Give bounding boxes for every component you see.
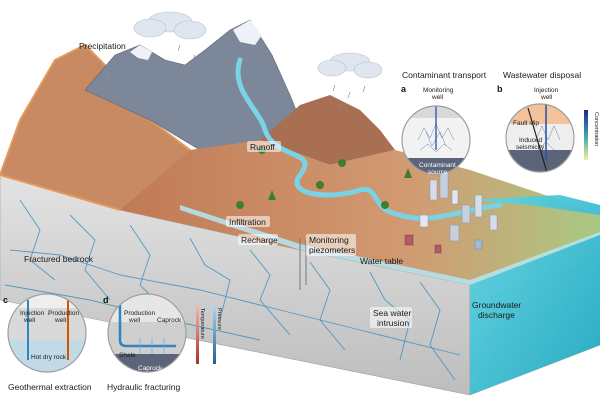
panel-a-source-line1: Contaminant: [419, 162, 456, 169]
panel-b: Wastewater disposal b Injection well Fau…: [497, 70, 599, 173]
panel-b-seismicity-line2: seismicity: [516, 144, 545, 151]
panel-b-title: Wastewater disposal: [503, 70, 581, 80]
panel-b-well-line1: Injection: [534, 87, 559, 94]
snow-cap-right: [233, 20, 262, 45]
panel-a-letter: a: [401, 84, 407, 94]
label-infiltration: Infiltration: [229, 217, 266, 227]
label-intrusion: intrusion: [377, 318, 409, 328]
temperature-label: Temperature: [199, 308, 205, 339]
pressure-bar: [213, 306, 216, 364]
panel-b-letter: b: [497, 84, 503, 94]
panel-b-well-line2: well: [540, 94, 553, 101]
cloud-right: [317, 52, 383, 79]
panel-c-inj-line1: Injection: [20, 310, 45, 317]
pressure-label: Pressure: [216, 308, 222, 330]
snow-cap-left: [130, 45, 152, 60]
concentration-colorbar: [584, 110, 588, 160]
panel-b-seismicity-line1: Induced: [519, 137, 543, 144]
temperature-bar: [196, 306, 199, 364]
panel-d-title: Hydraulic fracturing: [107, 382, 180, 392]
sea: [470, 195, 600, 395]
label-runoff: Runoff: [250, 142, 276, 152]
label-water-table: Water table: [360, 256, 403, 266]
panel-d-prod-line2: well: [128, 317, 141, 324]
label-sea-water: Sea water: [373, 308, 411, 318]
panel-a-well-line2: well: [431, 94, 444, 101]
panel-c-rock: Hot dry rock: [31, 354, 67, 361]
concentration-label: Concentration: [593, 112, 599, 146]
panel-a: Contaminant transport a Monitoring well …: [401, 70, 487, 176]
panel-b-fault: Fault slip: [513, 120, 539, 127]
label-fractured-bedrock: Fractured bedrock: [24, 254, 94, 264]
label-recharge: Recharge: [241, 235, 278, 245]
panel-d-prod-line1: Production: [124, 310, 155, 317]
panel-d-letter: d: [103, 295, 109, 305]
rain: [97, 44, 366, 109]
label-precipitation: Precipitation: [79, 41, 126, 51]
panel-c-letter: c: [3, 295, 8, 305]
city: [404, 171, 498, 254]
label-groundwater: Groundwater: [472, 300, 521, 310]
panel-a-source-line2: source: [428, 169, 448, 176]
label-discharge: discharge: [478, 310, 515, 320]
panel-d-caprock-bottom: Caprock: [138, 365, 163, 372]
panel-a-title: Contaminant transport: [402, 70, 487, 80]
brown-hills: [260, 95, 395, 165]
panel-a-well-line1: Monitoring: [423, 87, 454, 94]
panel-c-title: Geothermal extraction: [8, 382, 92, 392]
panel-c-prod-line1: Production: [48, 310, 79, 317]
label-piezometers: piezometers: [309, 245, 355, 255]
panel-d-shale: Shale: [119, 352, 136, 359]
panel-d-caprock-top: Caprock: [157, 317, 182, 324]
panel-c-inj-line2: well: [23, 317, 36, 324]
panel-c-prod-line2: well: [54, 317, 67, 324]
label-monitoring: Monitoring: [309, 235, 349, 245]
cloud-left: [133, 11, 207, 40]
panel-d: d Production well Caprock Shale Caprock …: [103, 293, 222, 392]
river: [235, 57, 503, 221]
